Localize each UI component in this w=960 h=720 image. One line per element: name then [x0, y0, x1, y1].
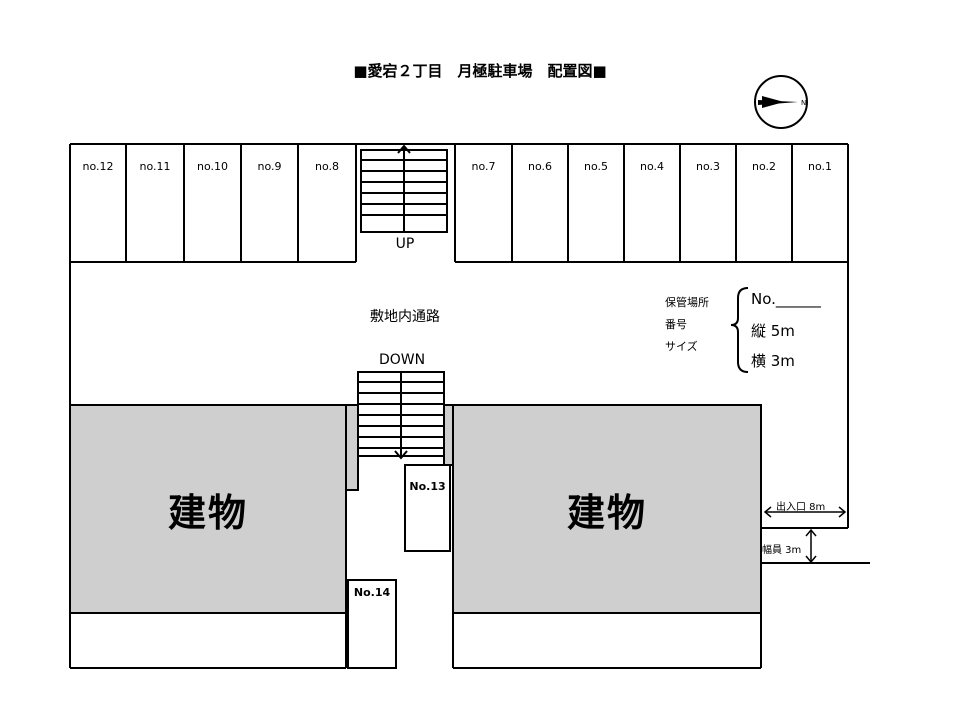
building-left-label: 建物 [167, 491, 248, 535]
legend-item-size: サイズ [665, 340, 698, 353]
legend-item-location: 保管場所 [665, 296, 709, 309]
parking-slot-12: no.12 [82, 160, 114, 173]
road-label: 敷地内通路 [370, 309, 440, 325]
parking-slot-14: No.14 [353, 586, 391, 599]
parking-slot-11: no.11 [139, 160, 171, 173]
north-compass-icon: N [754, 75, 808, 129]
slot-no13-box [404, 464, 451, 552]
parking-slot-7: no.7 [471, 160, 496, 173]
entrance-label: 出入口 8m [776, 502, 826, 513]
diagram-title: ■愛宕２丁目 月極駐車場 配置図■ [353, 62, 607, 80]
legend-item-number: 番号 [665, 318, 687, 331]
down-label: DOWN [378, 352, 426, 368]
parking-slot-4: no.4 [639, 160, 664, 173]
svg-text:N: N [801, 99, 806, 107]
parking-slot-3: no.3 [695, 160, 720, 173]
parking-slot-2: no.2 [751, 160, 776, 173]
parking-slot-9: no.9 [257, 160, 282, 173]
legend-brace [730, 287, 749, 373]
parking-slot-5: no.5 [583, 160, 608, 173]
legend-vertical: 縦 5m [751, 322, 795, 340]
parking-slot-8: no.8 [314, 160, 339, 173]
parking-slot-10: no.10 [196, 160, 228, 173]
legend-horizontal: 横 3m [751, 352, 795, 370]
building-right-label: 建物 [566, 491, 647, 535]
up-label: UP [395, 236, 415, 252]
road-width-label: 幅員 3m [762, 545, 802, 556]
building-left [69, 404, 347, 614]
parking-slot-1: no.1 [807, 160, 832, 173]
legend-number: No.______ [751, 290, 821, 308]
parking-slot-13: No.13 [409, 480, 446, 493]
parking-slot-6: no.6 [527, 160, 552, 173]
up-stairs [360, 144, 448, 233]
slot-no14-box [347, 579, 397, 669]
down-stairs [357, 371, 445, 460]
